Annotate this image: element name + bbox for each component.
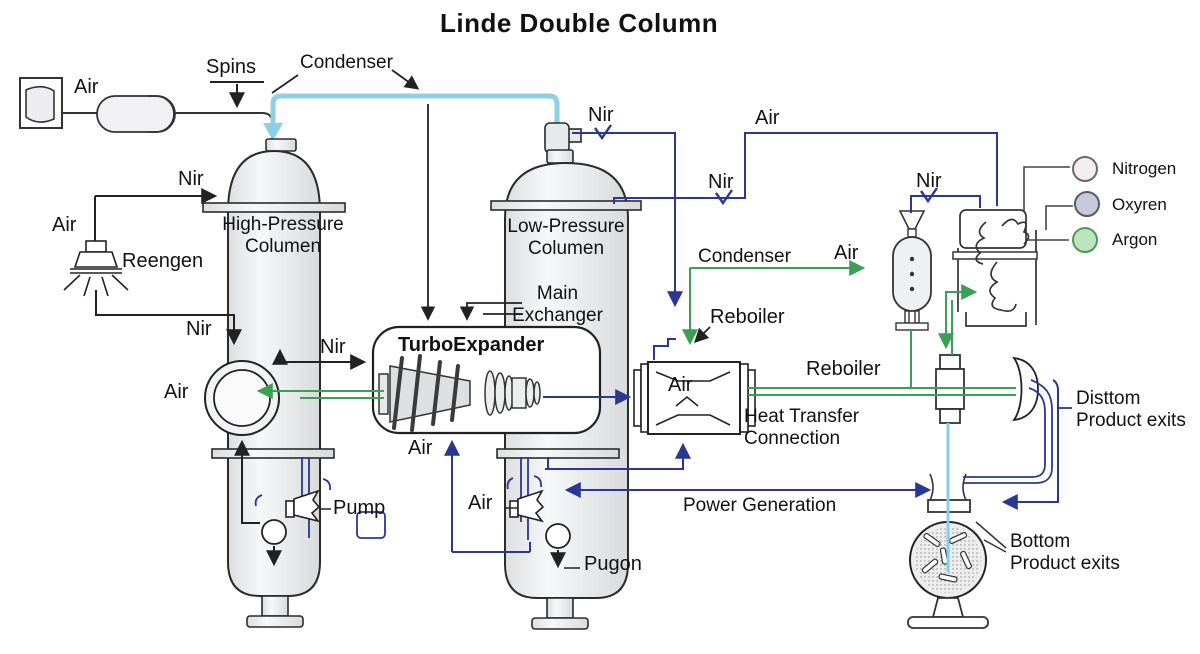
lp-column-label: Low-Pressure Columen	[496, 216, 636, 261]
label-line: Product exits	[1076, 410, 1186, 432]
legend-item-oxygen: Oxyren	[1112, 195, 1167, 214]
spins-label: Spins	[206, 56, 257, 78]
nir-expander-label: Nir	[320, 336, 346, 358]
condenser-vessel	[892, 210, 932, 331]
air-circle-label: Air	[164, 381, 189, 403]
label-line: Connection	[744, 428, 841, 450]
label-line: High-Pressure	[222, 214, 344, 235]
nitrogen-streams	[254, 124, 1072, 553]
air-exchanger-label: Air	[668, 374, 693, 396]
air-top-label: Air	[755, 107, 780, 129]
main-exchanger-label: Main Exchanger	[505, 283, 610, 328]
power-generation-label: Power Generation	[683, 495, 837, 516]
nir-right-label: Nir	[916, 170, 942, 192]
high-pressure-column	[202, 138, 346, 628]
reboiler-lower-label: Reboiler	[806, 358, 881, 380]
turbo-expander-label: TurboExpander	[398, 334, 545, 356]
disttom-label: Disttom Product exits	[1076, 388, 1186, 433]
label-line: Columen	[244, 236, 322, 258]
heat-exchanger	[633, 361, 756, 435]
reboiler-upper-label: Reboiler	[710, 306, 785, 328]
heat-transfer-label: Heat Transfer Connection	[744, 406, 859, 451]
nir-hp-top-label: Nir	[178, 168, 204, 190]
label-line: Columen	[527, 238, 605, 260]
reengen-label: Reengen	[122, 250, 204, 272]
label-line: Heat Transfer	[744, 406, 860, 427]
pump-icon-hp	[285, 489, 321, 523]
label-line: Low-Pressure	[507, 216, 625, 237]
label-line: Bottom	[1010, 531, 1071, 552]
air-filter-compressor	[19, 77, 273, 140]
nitrogen-dot-icon	[1072, 156, 1098, 182]
condenser-pipe	[263, 93, 560, 141]
condenser-line-label: Condenser	[698, 246, 791, 267]
turbo-expander	[371, 325, 602, 435]
nir-lp-top-label: Nir	[588, 104, 614, 126]
air-intake-label: Air	[74, 76, 99, 98]
hp-column-label: High-Pressure Columen	[203, 214, 363, 259]
main-exchanger-pointers	[420, 104, 522, 321]
legend-item-argon: Argon	[1112, 230, 1158, 249]
pump-label: Pump	[333, 497, 386, 519]
pump-icon-lp	[509, 489, 545, 523]
air-condenser-label: Air	[834, 242, 859, 264]
oxygen-dot-icon	[1074, 191, 1100, 217]
pugon-label: Pugon	[584, 553, 642, 575]
lp-pump-circle	[505, 507, 580, 569]
air-lp-pump-label: Air	[468, 492, 493, 514]
label-line: Product exits	[1010, 553, 1120, 575]
legend-connectors	[1023, 166, 1073, 241]
condenser-top-label: Condenser	[300, 52, 393, 73]
bell-nozzle	[1012, 356, 1039, 422]
bottom-pump	[907, 473, 1007, 629]
bottom-product-label: Bottom Product exits	[1010, 531, 1120, 576]
air-expander-feed-label: Air	[408, 437, 433, 459]
label-line: Disttom	[1076, 388, 1141, 409]
separator-equipment	[952, 209, 1038, 327]
label-line: Exchanger	[512, 305, 603, 327]
nir-left-label: Nir	[186, 318, 212, 340]
argon-streams	[256, 260, 1016, 399]
argon-dot-icon	[1072, 227, 1098, 253]
air-spray-label: Air	[52, 214, 77, 236]
nir-mid-label: Nir	[708, 171, 734, 193]
left-black-piping	[63, 188, 367, 567]
condenser-pointer	[271, 69, 420, 94]
legend-item-nitrogen: Nitrogen	[1112, 159, 1177, 178]
label-line: Main	[536, 283, 579, 304]
spins-pointer	[210, 81, 264, 109]
page-title: Linde Double Column	[440, 8, 719, 38]
reboiler-pointer	[693, 326, 711, 344]
